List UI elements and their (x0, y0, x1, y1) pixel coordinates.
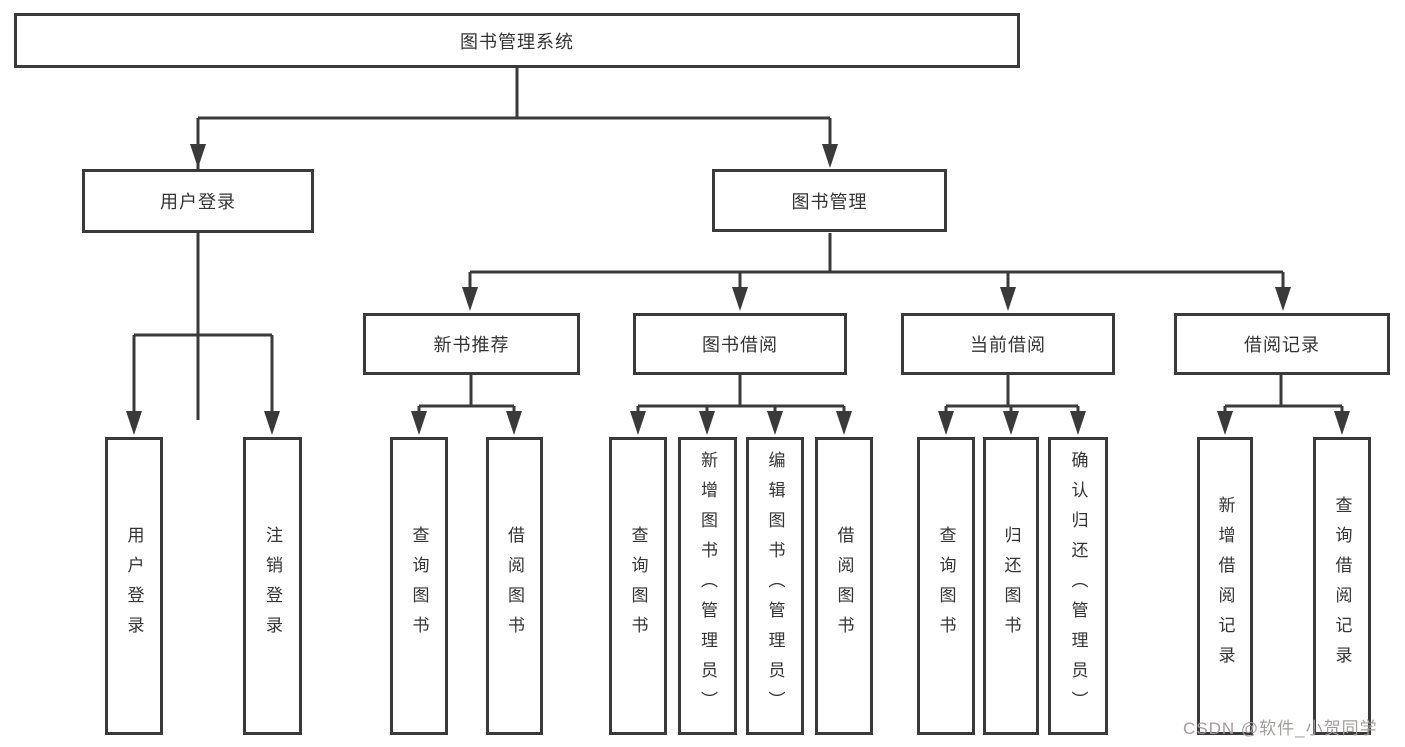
arrow-icon (462, 287, 478, 311)
node-book-borrow: 图书借阅 (633, 313, 847, 375)
leaf-edit-books-admin: 编辑图书（管理员） (746, 437, 804, 735)
leaf-borrow-books-2: 借阅图书 (815, 437, 873, 735)
leaf-query-books-2: 查询图书 (609, 437, 667, 735)
arrow-icon (630, 411, 646, 435)
leaf-query-books-1: 查询图书 (390, 437, 448, 735)
leaf-label: 查询借阅记录 (1332, 496, 1352, 676)
connector-stems (132, 68, 1344, 420)
leaf-add-borrow-record: 新增借阅记录 (1197, 437, 1253, 735)
node-book-management-label: 图书管理 (791, 191, 868, 212)
node-borrow-records-label: 借阅记录 (1244, 335, 1320, 355)
node-current-borrow: 当前借阅 (901, 313, 1115, 375)
arrow-icon (1070, 411, 1086, 435)
arrow-icon (411, 411, 427, 435)
arrow-icon (190, 144, 206, 168)
leaf-borrow-books-1: 借阅图书 (486, 437, 543, 735)
node-new-book-recommend-label: 新书推荐 (433, 335, 510, 355)
connector-book-mgmt (468, 233, 1285, 294)
leaf-label: 借阅图书 (834, 526, 854, 646)
arrow-icon (1334, 411, 1350, 435)
node-new-book-recommend: 新书推荐 (363, 313, 580, 375)
csdn-watermark: CSDN @软件_小贺同学 (1183, 719, 1378, 738)
leaf-label: 新增图书（管理员） (698, 451, 717, 721)
leaf-label: 确认归还（管理员） (1068, 451, 1088, 721)
leaf-label: 新增借阅记录 (1215, 496, 1235, 676)
connector-borrow (636, 375, 846, 420)
node-borrow-records: 借阅记录 (1174, 313, 1390, 375)
leaf-user-login: 用户登录 (105, 437, 163, 735)
arrow-icon (938, 411, 954, 435)
connector-new-rec (417, 375, 516, 420)
arrow-icon (126, 411, 142, 435)
leaf-add-books-admin: 新增图书（管理员） (678, 437, 737, 735)
leaf-label: 查询图书 (628, 526, 648, 646)
arrow-icon (836, 411, 852, 435)
leaf-label: 编辑图书（管理员） (765, 451, 785, 721)
arrow-icon (699, 411, 715, 435)
node-root-label: 图书管理系统 (460, 31, 574, 52)
leaf-logout: 注销登录 (243, 437, 302, 735)
node-book-borrow-label: 图书借阅 (702, 335, 778, 355)
arrow-icon (1000, 287, 1016, 311)
arrow-icon (1275, 287, 1291, 311)
leaf-query-books-3: 查询图书 (917, 437, 975, 735)
arrow-icon (506, 411, 522, 435)
node-book-management: 图书管理 (712, 169, 947, 232)
connector-arrowheads (126, 144, 1350, 435)
arrow-icon (822, 144, 838, 168)
leaf-return-books: 归还图书 (983, 437, 1039, 735)
arrow-icon (1003, 411, 1019, 435)
node-root: 图书管理系统 (14, 13, 1020, 68)
arrow-icon (1217, 411, 1233, 435)
leaf-label: 借阅图书 (505, 526, 524, 646)
connector-records (1223, 375, 1344, 420)
leaf-label: 用户登录 (124, 526, 144, 646)
connector-root (196, 68, 832, 420)
connector-user-login (132, 233, 274, 420)
leaf-label: 查询图书 (409, 526, 429, 646)
arrow-icon (732, 287, 748, 311)
node-user-login: 用户登录 (82, 169, 314, 233)
arrow-icon (767, 411, 783, 435)
node-user-login-label: 用户登录 (160, 192, 236, 212)
leaf-query-borrow-record: 查询借阅记录 (1313, 437, 1371, 735)
leaf-confirm-return-admin: 确认归还（管理员） (1048, 437, 1108, 735)
leaf-label: 查询图书 (936, 526, 956, 646)
leaf-label: 归还图书 (1001, 526, 1021, 646)
arrow-icon (264, 411, 280, 435)
node-current-borrow-label: 当前借阅 (970, 335, 1046, 355)
leaf-label: 注销登录 (263, 526, 282, 646)
